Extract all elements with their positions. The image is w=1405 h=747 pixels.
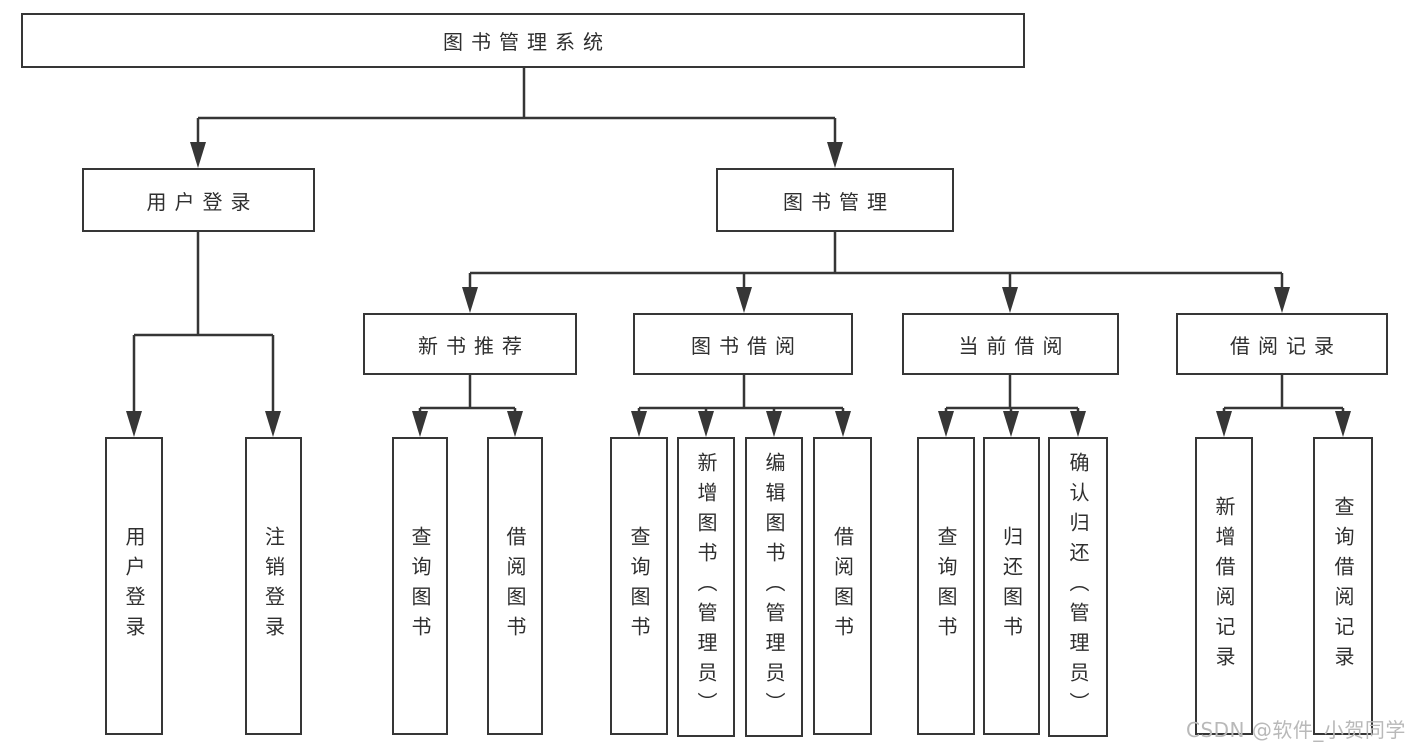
edge-borrow-to-leaves (637, 375, 845, 414)
leaf-return-book: 归还图书 (983, 437, 1040, 735)
arrowhead (827, 142, 843, 168)
node-current-borrowing: 当前借阅 (902, 313, 1119, 375)
edge-current-to-leaves (944, 375, 1080, 414)
arrowhead (766, 411, 782, 437)
arrowhead (1335, 411, 1351, 437)
node-borrowing-records: 借阅记录 (1176, 313, 1388, 375)
arrowhead (1274, 287, 1290, 313)
leaf-logout: 注销登录 (245, 437, 302, 735)
leaf-query-books-recommend: 查询图书 (392, 437, 448, 735)
leaf-add-borrow-record: 新增借阅记录 (1195, 437, 1253, 735)
arrowhead (265, 411, 281, 437)
arrowheads (126, 142, 1351, 437)
arrowhead (190, 142, 206, 168)
arrowhead (1070, 411, 1086, 437)
edge-recommend-to-leaves (418, 375, 517, 414)
arrowhead (412, 411, 428, 437)
arrowhead (126, 411, 142, 437)
arrowhead (698, 411, 714, 437)
arrowhead (938, 411, 954, 437)
arrowhead (631, 411, 647, 437)
leaf-query-borrow-record: 查询借阅记录 (1313, 437, 1373, 735)
watermark: CSDN @软件_小贺同学 (1186, 718, 1405, 742)
edge-userlogin-to-leaves (132, 232, 275, 414)
edge-root-to-level1 (196, 68, 837, 145)
arrowhead (736, 287, 752, 313)
node-library-system: 图书管理系统 (21, 13, 1025, 68)
leaf-user-login: 用户登录 (105, 437, 163, 735)
leaf-add-book-admin: 新增图书（管理员） (677, 437, 735, 737)
leaf-borrow-books-borrow: 借阅图书 (813, 437, 872, 735)
node-user-login: 用户登录 (82, 168, 315, 232)
arrowhead (835, 411, 851, 437)
arrowhead (1003, 411, 1019, 437)
leaf-confirm-return-admin: 确认归还（管理员） (1048, 437, 1108, 737)
edge-bookmgmt-to-level2 (468, 232, 1284, 290)
node-book-management: 图书管理 (716, 168, 954, 232)
leaf-borrow-books-recommend: 借阅图书 (487, 437, 543, 735)
leaf-edit-book-admin: 编辑图书（管理员） (745, 437, 803, 737)
node-new-book-recommend: 新书推荐 (363, 313, 577, 375)
leaf-query-books-current: 查询图书 (917, 437, 975, 735)
arrowhead (1002, 287, 1018, 313)
leaf-query-books-borrow: 查询图书 (610, 437, 668, 735)
node-book-borrowing: 图书借阅 (633, 313, 853, 375)
arrowhead (507, 411, 523, 437)
arrowhead (1216, 411, 1232, 437)
arrowhead (462, 287, 478, 313)
edge-records-to-leaves (1222, 375, 1345, 414)
